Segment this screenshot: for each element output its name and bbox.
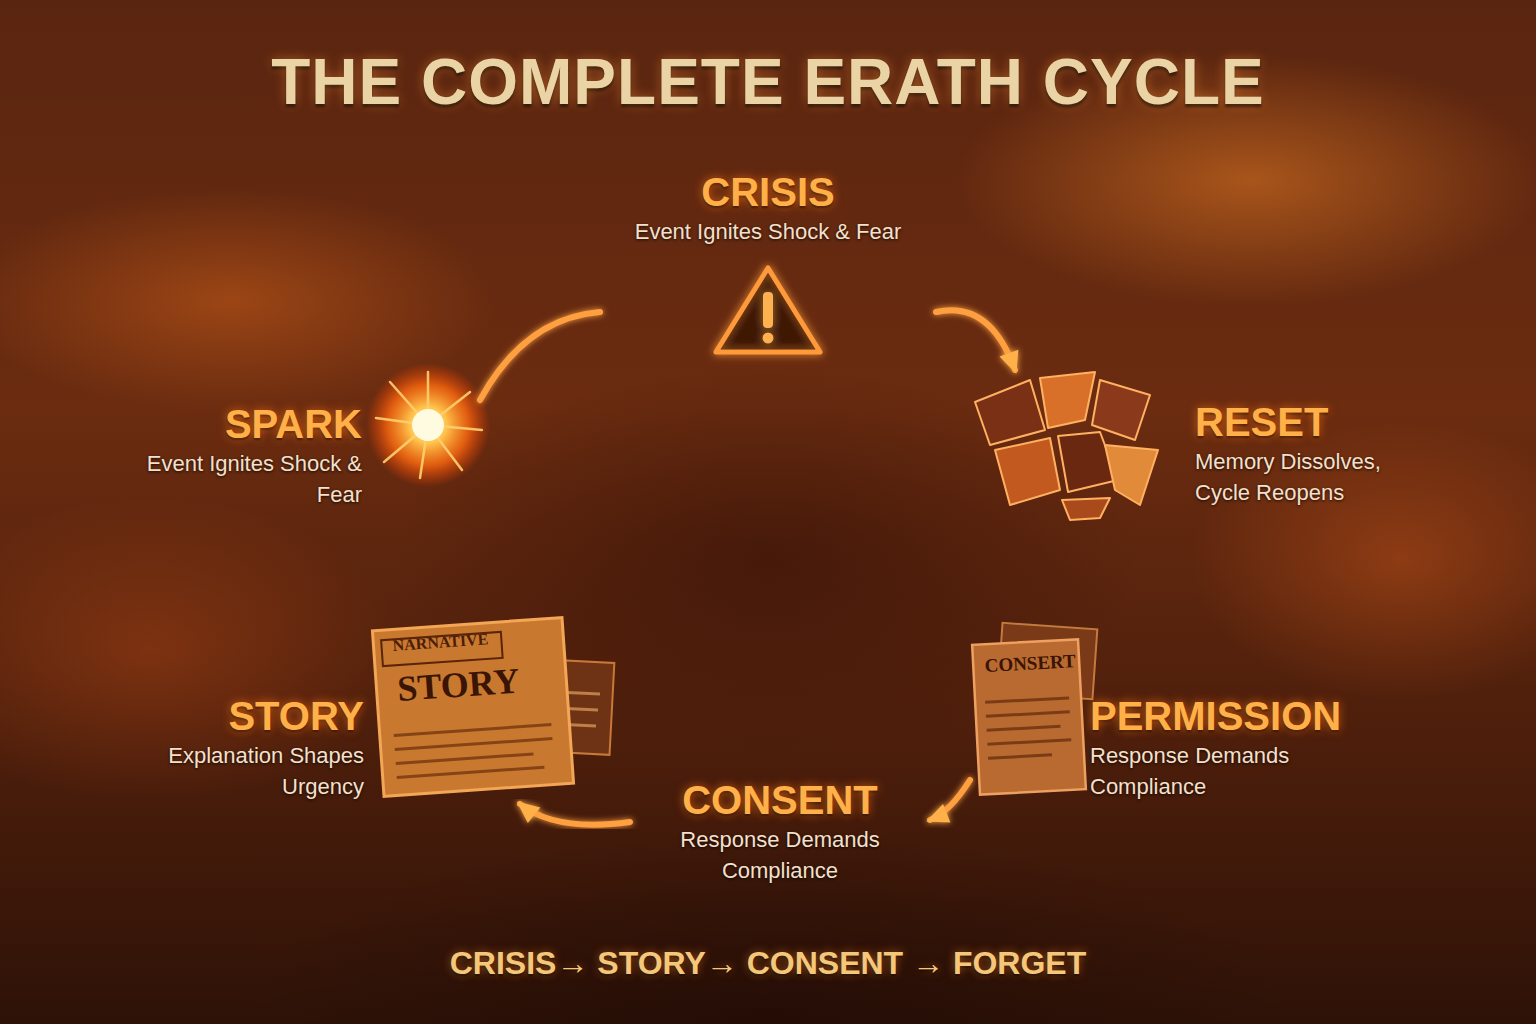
stage-description: Event Ignites Shock & Fear <box>600 216 936 247</box>
cycle-arrow <box>1117 520 1123 612</box>
stage-text: STORYExplanation Shapes Urgency <box>100 612 364 802</box>
stage-description: Event Ignites Shock & Fear <box>100 448 362 510</box>
stage-text: RESETMemory Dissolves, Cycle Reopens <box>1195 370 1430 508</box>
cycle-stage: PERMISSIONResponse Demands Compliance <box>970 612 1390 804</box>
stage-text: CRISISEvent Ignites Shock & Fear <box>600 168 936 247</box>
document-heading: CONSERT <box>984 649 1076 677</box>
stage-text: CONSENTResponse Demands Compliance <box>630 776 930 886</box>
document-icon <box>972 623 1097 795</box>
stage-text: SPARKEvent Ignites Shock & Fear <box>100 372 362 510</box>
stage-text: PERMISSIONResponse Demands Compliance <box>1090 612 1390 802</box>
shard-icon <box>975 372 1158 520</box>
stage-description: Memory Dissolves, Cycle Reopens <box>1195 446 1430 508</box>
cycle-arrow <box>480 312 600 400</box>
diagram-title: THE COMPLETE ERATH CYCLE <box>0 42 1536 122</box>
stage-heading: CRISIS <box>600 168 936 216</box>
stage-description: Explanation Shapes Urgency <box>100 740 364 802</box>
stage-heading: SPARK <box>100 400 362 448</box>
stage-heading: STORY <box>100 692 364 740</box>
newspaper-icon <box>372 618 614 797</box>
cycle-stage: RESETMemory Dissolves, Cycle Reopens <box>960 370 1430 520</box>
cycle-stage: STORYExplanation Shapes Urgency <box>100 612 620 804</box>
cycle-arrow <box>429 512 435 612</box>
stage-heading: CONSENT <box>630 776 930 824</box>
spark-icon <box>366 363 490 487</box>
cycle-stage: CRISISEvent Ignites Shock & Fear <box>600 168 936 360</box>
warning-icon <box>716 268 820 352</box>
stage-description: Response Demands Compliance <box>1090 740 1390 802</box>
cycle-arrow <box>936 310 1015 370</box>
cycle-stage: SPARKEvent Ignites Shock & Fear <box>100 372 480 512</box>
stage-heading: RESET <box>1195 398 1430 446</box>
newspaper-headline: STORY <box>396 659 521 710</box>
stage-heading: PERMISSION <box>1090 692 1390 740</box>
stage-description: Response Demands Compliance <box>630 824 930 886</box>
cycle-stage: CONSENTResponse Demands Compliance <box>630 776 930 888</box>
cycle-summary: CRISIS→ STORY→ CONSENT → FORGET <box>0 944 1536 982</box>
cycle-arrow <box>520 804 630 825</box>
cycle-arrow <box>930 780 970 820</box>
